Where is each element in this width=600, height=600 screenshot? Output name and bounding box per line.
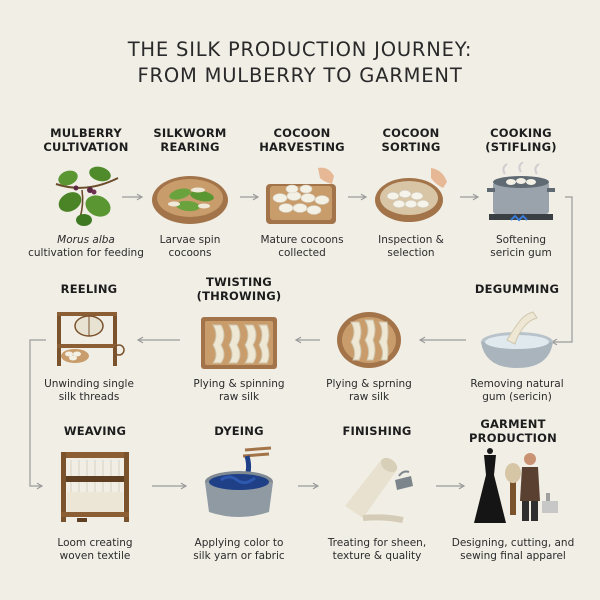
silk-skein-basket-icon (337, 312, 401, 368)
dye-vat-icon (205, 446, 273, 517)
loom-icon (61, 452, 129, 522)
step-finishing: FINISHING Treating for sheen,texture & q… (327, 424, 427, 562)
cocoon-pile-icon (266, 167, 336, 224)
steaming-pot-icon (487, 162, 555, 222)
page-title-line-1: THE SILK PRODUCTION JOURNEY: (127, 38, 473, 61)
dress-tailor-icon (474, 448, 558, 523)
reeling-machine-icon (57, 312, 125, 366)
silkworm-tray-icon (152, 176, 228, 224)
twisted-skeins-tray-icon (201, 317, 277, 369)
mulberry-leaves-icon (55, 166, 119, 226)
sorting-basket-icon (375, 168, 447, 222)
degumming-bowl-icon (481, 311, 553, 368)
fabric-roll-iron-icon (345, 457, 413, 523)
page-title-line-2: FROM MULBERRY TO GARMENT (137, 64, 463, 87)
